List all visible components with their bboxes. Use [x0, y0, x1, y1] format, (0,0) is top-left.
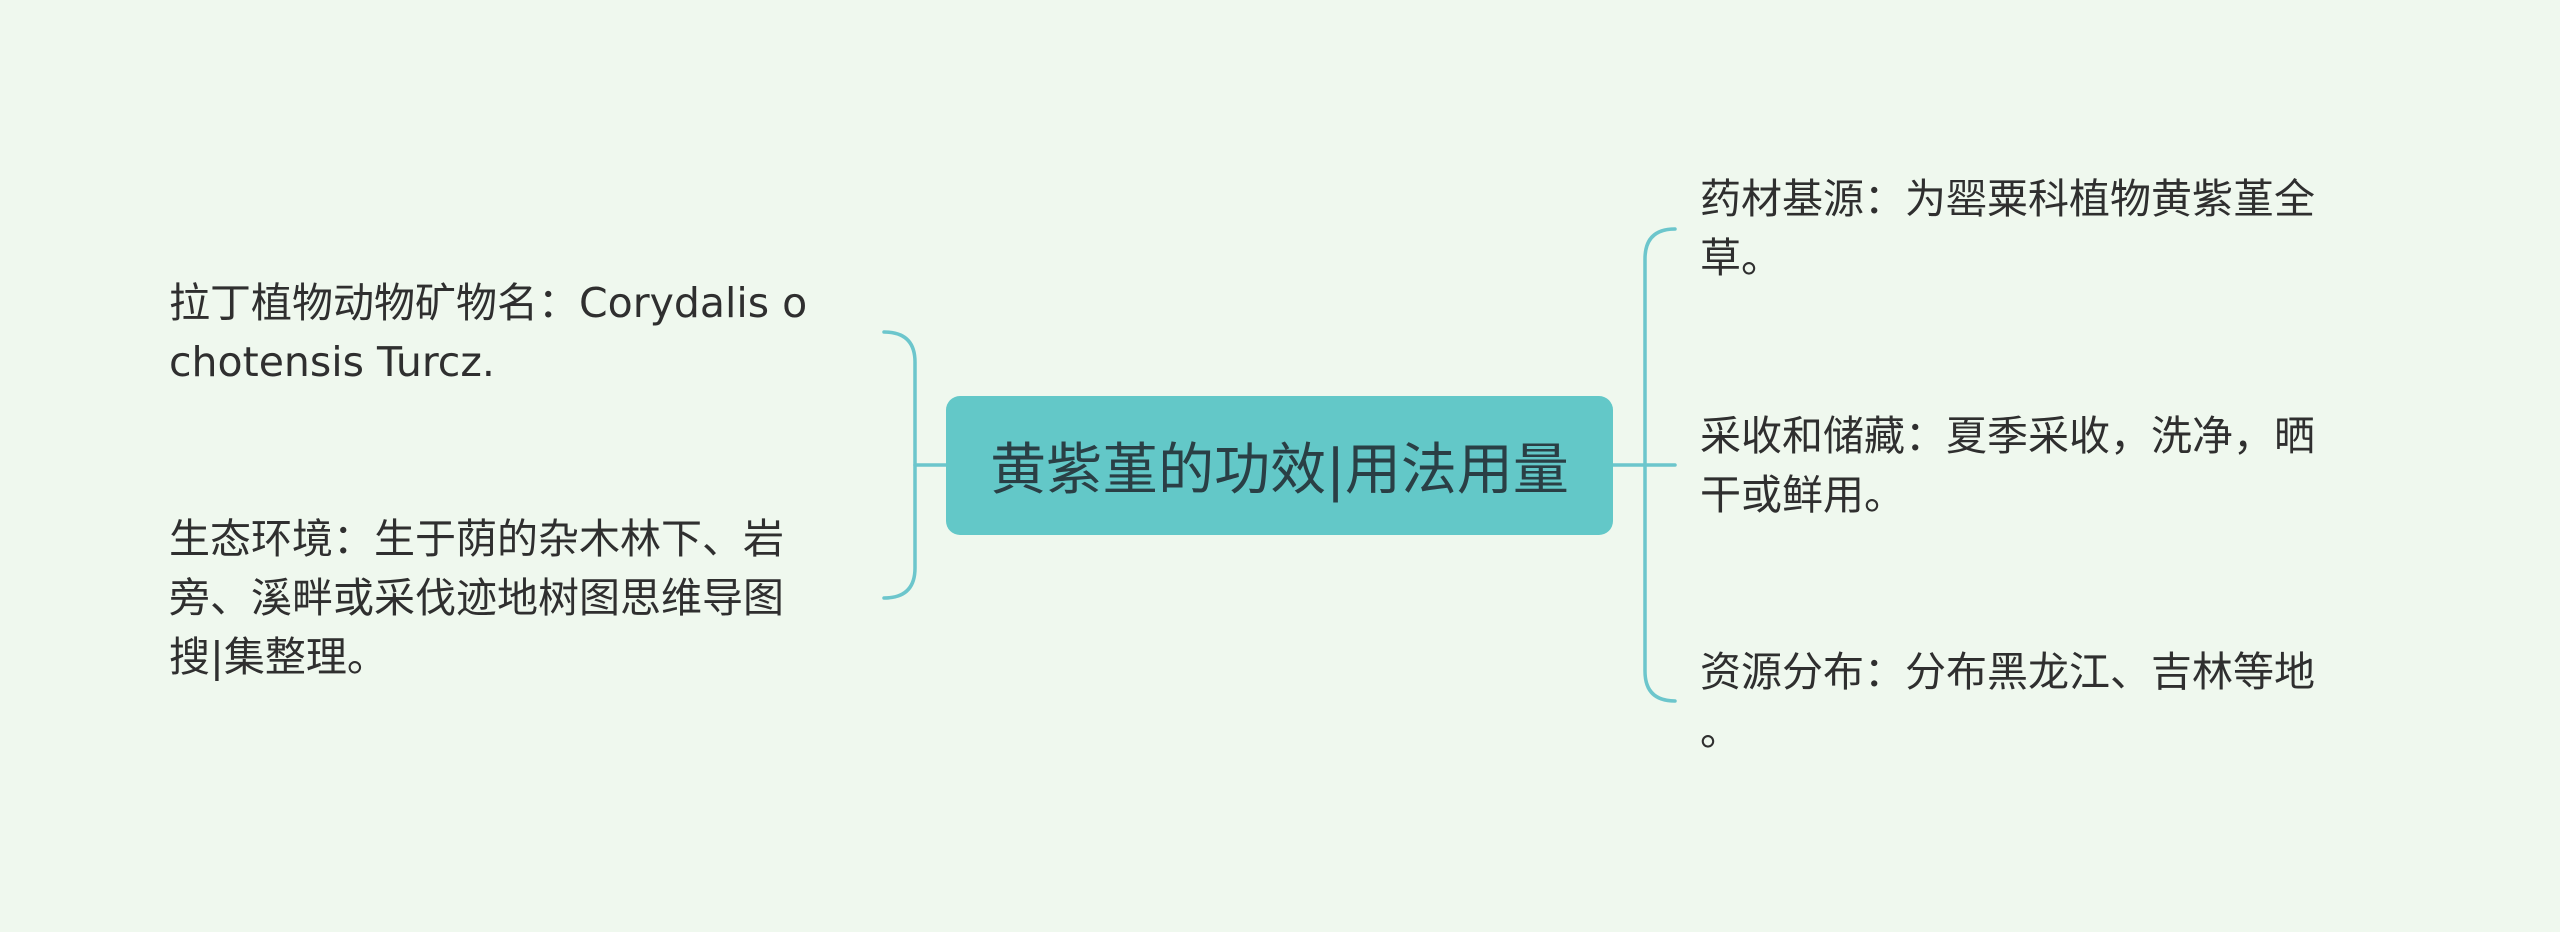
branch-text-line: 搜|集整理。	[169, 633, 388, 681]
right-connector-bracket	[1643, 227, 1677, 703]
branch-text-line: 采收和储藏：夏季采收，洗净，晒	[1700, 412, 2315, 460]
branch-text-line: chotensis Turcz.	[169, 338, 495, 386]
branch-node-distribution[interactable]: 资源分布：分布黑龙江、吉林等地 。	[1700, 643, 2380, 761]
left-connector-bracket	[882, 330, 917, 600]
branch-text-line: 药材基源：为罂粟科植物黄紫堇全	[1700, 175, 2315, 223]
branch-text-line: 资源分布：分布黑龙江、吉林等地	[1700, 648, 2315, 696]
branch-text-line: 草。	[1700, 234, 1782, 282]
branch-node-harvest[interactable]: 采收和储藏：夏季采收，洗净，晒 干或鲜用。	[1700, 407, 2380, 525]
branch-node-habitat[interactable]: 生态环境：生于荫的杂木林下、岩 旁、溪畔或采伐迹地树图思维导图 搜|集整理。	[169, 510, 859, 687]
central-topic-label: 黄紫堇的功效|用法用量	[990, 438, 1569, 503]
branch-text-line: 拉丁植物动物矿物名：Corydalis o	[169, 279, 808, 327]
branch-text-line: 干或鲜用。	[1700, 471, 1905, 519]
branch-text-line: 生态环境：生于荫的杂木林下、岩	[169, 515, 784, 563]
branch-node-source[interactable]: 药材基源：为罂粟科植物黄紫堇全 草。	[1700, 170, 2380, 288]
branch-text-line: 旁、溪畔或采伐迹地树图思维导图	[169, 574, 784, 622]
branch-text-line: 。	[1700, 707, 1741, 755]
branch-node-latin-name[interactable]: 拉丁植物动物矿物名：Corydalis o chotensis Turcz.	[169, 274, 859, 392]
central-topic-node[interactable]: 黄紫堇的功效|用法用量	[946, 396, 1613, 535]
